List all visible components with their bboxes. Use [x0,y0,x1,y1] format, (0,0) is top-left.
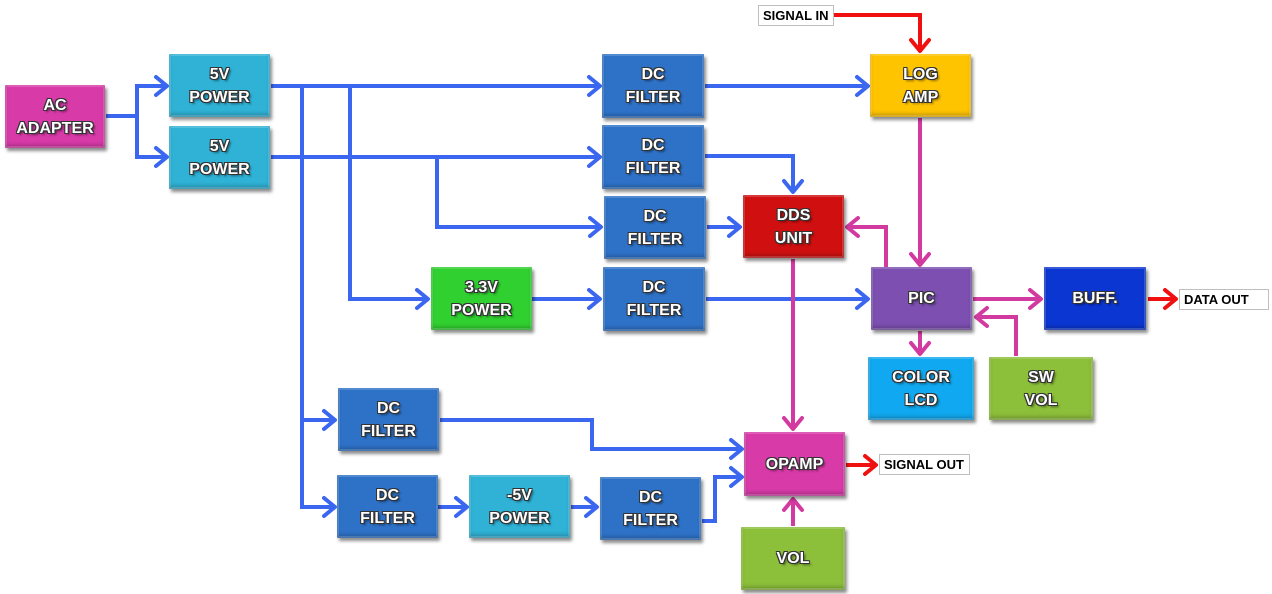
signal-arrowheads [782,216,1043,512]
arrowhead [863,454,878,476]
power-wires [106,84,868,523]
wire-5v1-to-dcfilter5 [300,86,335,422]
arrowhead [154,146,169,168]
arrowhead [727,216,742,238]
block-dc-filter-6: DC FILTER [337,475,438,538]
wire-swvol-to-pic [976,315,1018,356]
label-signal-in: SIGNAL IN [758,5,834,26]
block-dc-filter-7: DC FILTER [600,477,701,540]
arrowhead [154,75,169,97]
arrowhead [587,146,602,168]
block-log-amp: LOG AMP [870,54,971,117]
block-dc-filter-1: DC FILTER [602,54,704,118]
arrowhead [587,288,602,310]
arrowhead [587,75,602,97]
arrowhead [909,252,931,267]
block-dc-filter-3: DC FILTER [604,196,706,259]
block-opamp: OPAMP [744,432,845,496]
block-vol: VOL [741,527,845,590]
wire-dcfilter2-to-dds [705,154,795,192]
wire-5v2-to-dcfilter3 [435,157,601,229]
arrowhead [454,496,469,518]
block-3v3-power: 3.3V POWER [431,267,532,330]
wire-ac-to-5v-2 [135,116,167,159]
arrowhead [415,288,430,310]
arrowhead [588,216,603,238]
io-wires [834,13,1176,467]
arrowhead [782,179,804,194]
wire-5v1-to-3v3 [348,86,428,301]
arrowhead [845,216,860,238]
arrowhead [1163,288,1178,310]
wire-dcfilter5-to-opamp [440,418,742,451]
wire-5v1-to-dcfilter6 [300,420,335,509]
block-sw-vol: SW VOL [989,357,1093,420]
block-5v-power-1: 5V POWER [169,54,270,117]
arrowhead [855,288,870,310]
block-5v-power-2: 5V POWER [169,126,270,189]
wire-signalin-to-logamp [834,13,922,51]
block-dc-filter-2: DC FILTER [602,125,704,189]
arrowhead [584,496,599,518]
block-dc-filter-5: DC FILTER [338,388,439,451]
block-neg-5v-power: -5V POWER [469,475,570,538]
arrowhead [782,497,804,512]
block-pic: PIC [871,267,972,330]
wire-ac-to-5v-1 [106,84,167,118]
io-arrowheads [863,38,1178,476]
block-dds-unit: DDS UNIT [743,195,844,258]
wire-dcfilter7-to-opamp [702,475,742,523]
arrowhead [974,306,989,328]
arrowhead [729,438,744,460]
arrowhead [322,496,337,518]
block-buff: BUFF. [1044,267,1146,330]
power-arrowheads [154,75,870,518]
block-dc-filter-4: DC FILTER [603,267,705,331]
arrowhead [1028,288,1043,310]
block-color-lcd: COLOR LCD [868,357,974,420]
arrowhead [729,466,744,488]
block-ac-adapter: AC ADAPTER [5,85,105,148]
label-data-out: DATA OUT [1179,289,1269,310]
arrowhead [909,38,931,53]
arrowhead [909,341,931,356]
arrowhead [782,416,804,431]
label-signal-out: SIGNAL OUT [879,454,970,475]
wire-pic-to-dds [847,225,888,267]
arrowhead [322,409,337,431]
signal-wires [791,118,1041,526]
arrowhead [855,75,870,97]
